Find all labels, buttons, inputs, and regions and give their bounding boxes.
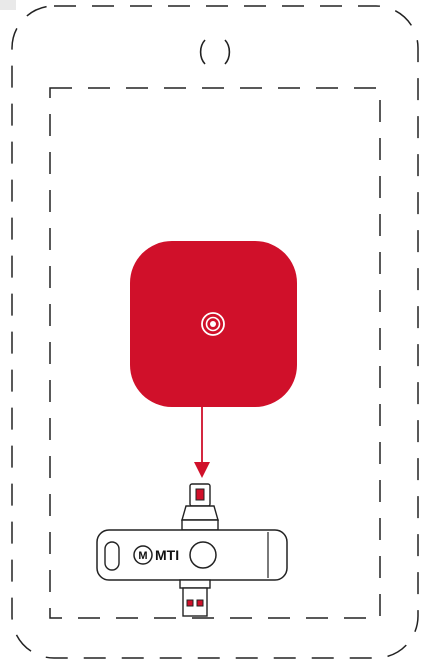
corner-mark	[0, 0, 16, 10]
brand-label: MTI	[155, 547, 179, 563]
usb-a-plug	[179, 579, 211, 617]
usb-otg-device: M MTI	[96, 483, 288, 617]
micro-usb-plug	[181, 483, 219, 531]
down-arrow-icon	[194, 407, 210, 478]
sensor-button-icon	[201, 312, 225, 336]
device-button	[189, 541, 217, 569]
camera-icon	[199, 39, 231, 65]
keyring-slot	[104, 541, 120, 571]
phone-outline	[11, 5, 419, 659]
sensor-pad	[130, 241, 297, 407]
brand-logo-letter: M	[138, 550, 147, 562]
brand-logo-icon: M	[133, 545, 153, 565]
screen-outline	[49, 87, 381, 619]
